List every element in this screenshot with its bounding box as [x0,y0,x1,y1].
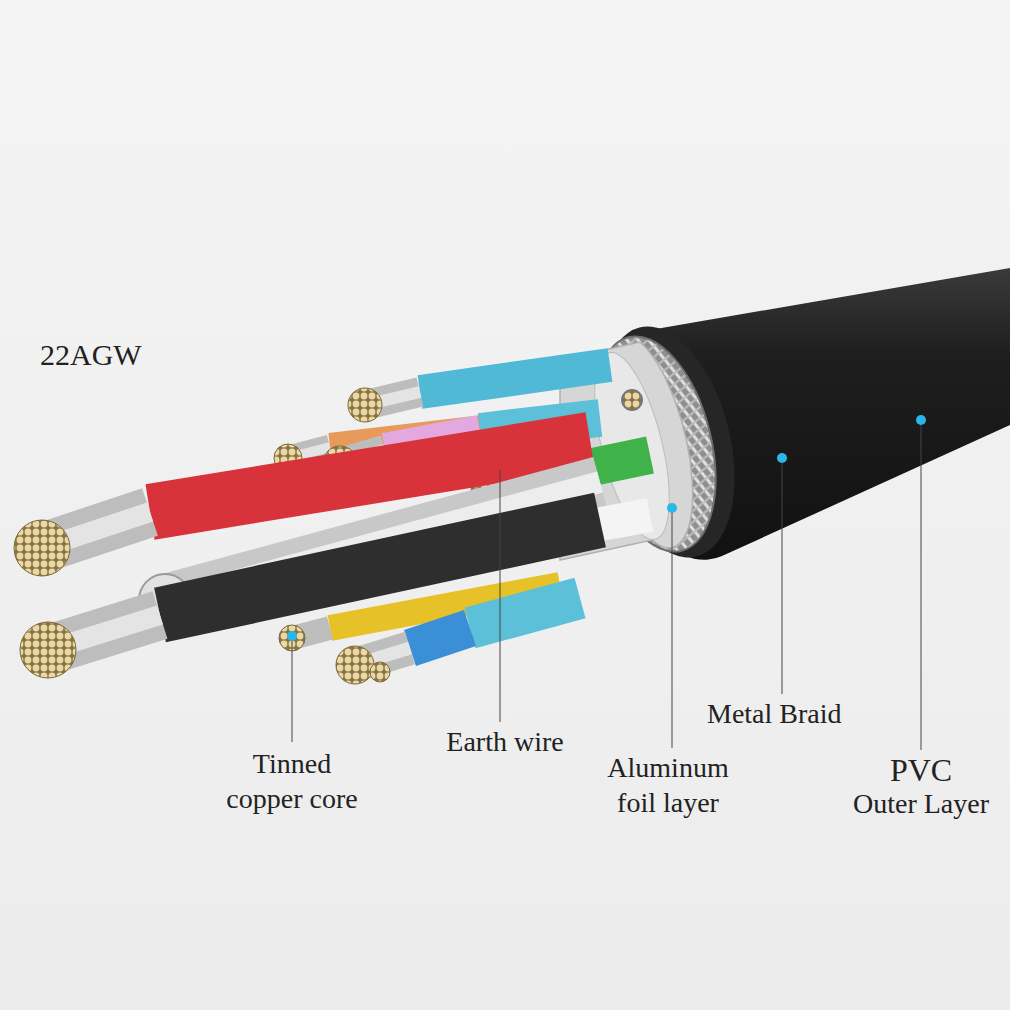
leader-dots [287,415,926,641]
part-label: Outer Layer [853,786,989,821]
small-wire-end [370,662,390,682]
leader-dot [777,453,787,463]
part-label: PVC [890,750,952,790]
black-wire [20,520,600,678]
insulation [420,365,610,392]
leader-line [500,470,501,722]
blue-wire [336,598,580,684]
part-label: Tinned copper core [217,746,367,816]
leader-dot [916,415,926,425]
part-label: Metal Braid [707,696,842,731]
leader-line [292,636,293,742]
foil-wrap [470,598,580,628]
leader-line [782,458,783,694]
part-label: Aluminum foil layer [588,750,748,820]
wire-end [348,388,382,422]
leader-lines [292,420,921,750]
part-label: 22AGW [40,336,142,374]
leader-dot [287,631,297,641]
drain-wire [622,390,642,410]
leader-line [672,508,673,748]
leader-dot [667,503,677,513]
wire-end [336,646,374,684]
leader-line [921,420,922,750]
part-label: Earth wire [446,724,563,759]
insulation [410,628,470,648]
wire-end [14,520,70,576]
wire-end [20,622,76,678]
